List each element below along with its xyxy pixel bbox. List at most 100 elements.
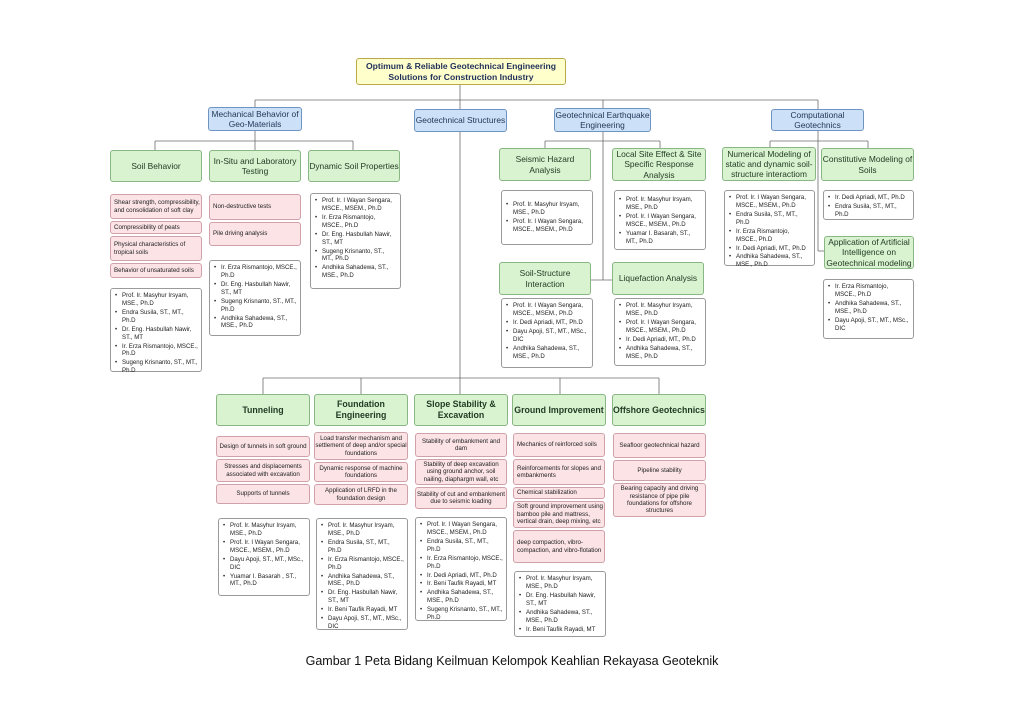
topic-text: Reinforcements for slopes and embankment… — [517, 464, 601, 479]
topic-text: Seafloor geotechnical hazard — [619, 441, 700, 449]
list-item: Ir. Erza Rismantojo, MSCE., Ph.D — [314, 214, 397, 230]
topic-text: Bearing capacity and driving resistance … — [620, 485, 699, 515]
topic-text: Stability of deep excavation using groun… — [423, 460, 499, 483]
people-list-seismic: Prof. Ir. Masyhur Irsyam, MSE., Ph.D Pro… — [501, 190, 593, 245]
topic-box: Supports of tunnels — [216, 484, 310, 504]
topic-box: Stability of deep excavation using groun… — [415, 459, 507, 485]
list-item: Dayu Apoji, ST., MT., MSc., DIC — [320, 615, 404, 631]
list-item: Prof. Ir. Masyhur Irsyam, MSE., Ph.D — [320, 522, 404, 538]
tunneling-node: Tunneling — [216, 394, 310, 426]
seismic-hazard-title: Seismic Hazard Analysis — [515, 154, 575, 175]
dynamic-node: Dynamic Soil Properties — [308, 150, 400, 182]
topic-box: Seafloor geotechnical hazard — [613, 433, 706, 458]
list-item: Prof. Ir. Masyhur Irsyam, MSE., Ph.D — [222, 522, 306, 538]
list-item: Ir. Dedi Apriadi, MT., Ph.D — [618, 336, 702, 344]
topic-text: Design of tunnels in soft ground — [219, 442, 307, 450]
people-list-soil-behavior: Prof. Ir. Masyhur Irsyam, MSE., Ph.D End… — [110, 288, 202, 375]
constitutive-node: Constitutive Modeling of Soils — [821, 148, 914, 181]
category-mechanical: Mechanical Behavior of Geo-Materials — [208, 107, 302, 131]
list-item: Dr. Eng. Hasbullah Nawir, ST., MT — [314, 231, 397, 247]
list-item: Endra Susila, ST., MT., Ph.D — [827, 203, 910, 219]
topic-box: Reinforcements for slopes and embankment… — [513, 459, 605, 485]
list-item: Prof. Ir. Masyhur Irsyam, MSE., Ph.D — [518, 575, 602, 591]
list-item: Sugeng Krisnanto, ST., MT., Ph.D — [419, 606, 503, 622]
topic-box: Chemical stabilization — [513, 487, 605, 499]
topic-box: Stresses and displacements associated wi… — [216, 459, 310, 482]
list-item: Andhika Sahadewa, ST., MSE., Ph.D — [518, 609, 602, 625]
list-item: Prof. Ir. Masyhur Irsyam, MSE., Ph.D — [618, 302, 702, 318]
list-item: Andhika Sahadewa, ST., MSE., Ph.D — [213, 315, 297, 331]
offshore-node: Offshore Geotechnics — [612, 394, 706, 426]
list-item: Prof. Ir. I Wayan Sengara, MSCE., MSEM.,… — [505, 302, 589, 318]
people-list-tunneling: Prof. Ir. Masyhur Irsyam, MSE., Ph.D Pro… — [218, 518, 310, 596]
list-item: Prof. Ir. I Wayan Sengara, MSCE., MSEM.,… — [618, 319, 702, 335]
liquefaction-node: Liquefaction Analysis — [612, 262, 704, 295]
insitu-node: In-Situ and Laboratory Testing — [209, 150, 301, 182]
foundation-title: Foundation Engineering — [335, 399, 387, 420]
list-item: Prof. Ir. Masyhur Irsyam, MSE., Ph.D — [505, 201, 589, 217]
category-mechanical-label: Mechanical Behavior of Geo-Materials — [211, 108, 299, 129]
people-list-ssi: Prof. Ir. I Wayan Sengara, MSCE., MSEM.,… — [501, 298, 593, 368]
list-item: Prof. Ir. I Wayan Sengara, MSCE., MSEM.,… — [314, 197, 397, 213]
list-item: Ir. Erza Rismantojo, MSCE., Ph.D — [114, 343, 198, 359]
dynamic-title: Dynamic Soil Properties — [309, 160, 399, 171]
topic-box: Mechanics of reinforced soils — [513, 433, 605, 457]
list-item: Ir. Erza Rismantojo, MSCE., Ph.D — [728, 228, 811, 244]
figure-caption: Gambar 1 Peta Bidang Keilmuan Kelompok K… — [305, 654, 719, 668]
people-list-dynamic: Prof. Ir. I Wayan Sengara, MSCE., MSEM.,… — [310, 193, 401, 289]
list-item: Prof. Ir. I Wayan Sengara, MSCE., MSEM.,… — [505, 218, 589, 234]
ground-improvement-title: Ground Improvement — [514, 404, 604, 415]
soil-behavior-title: Soil Behavior — [131, 160, 181, 171]
list-item: Ir. Erza Rismantojo, MSCE., Ph.D — [320, 556, 404, 572]
topic-box: Pipeline stability — [613, 460, 706, 481]
list-item: Dayu Apoji, ST., MT., MSc., DIC — [222, 556, 306, 572]
people-list-insitu: Ir. Erza Rismantojo, MSCE., Ph.D Dr. Eng… — [209, 260, 301, 336]
ground-improvement-node: Ground Improvement — [512, 394, 606, 426]
list-item: Endra Susila, ST., MT., Ph.D — [320, 539, 404, 555]
topic-box: Soft ground improvement using bamboo pil… — [513, 501, 605, 528]
list-item: Prof. Ir. I Wayan Sengara, MSCE., MSEM.,… — [618, 213, 702, 229]
people-list-ai: Ir. Erza Rismantojo, MSCE., Ph.D Andhika… — [823, 279, 914, 339]
slope-node: Slope Stability & Excavation — [414, 394, 508, 426]
people-list-ground: Prof. Ir. Masyhur Irsyam, MSE., Ph.D Dr.… — [514, 571, 606, 637]
root-node: Optimum & Reliable Geotechnical Engineer… — [356, 58, 566, 85]
topic-text: Physical characteristics of tropical soi… — [114, 241, 186, 256]
list-item: Andhika Sahadewa, ST., MSE., Ph.D — [728, 253, 811, 269]
numerical-modeling-title: Numerical Modeling of static and dynamic… — [725, 148, 813, 180]
list-item: Andhika Sahadewa, ST., MSE., Ph.D — [505, 345, 589, 361]
list-item: Prof. Ir. I Wayan Sengara, MSCE., MSEM.,… — [728, 194, 811, 210]
topic-text: Stability of cut and embankment due to s… — [416, 490, 506, 505]
foundation-node: Foundation Engineering — [314, 394, 408, 426]
topic-text: Chemical stabilization — [517, 489, 577, 497]
topic-text: Stresses and displacements associated wi… — [224, 463, 302, 478]
topic-text: deep compaction, vibro-compaction, and v… — [517, 539, 602, 554]
list-item: Sugeng Krisnanto, ST., MT., Ph.D — [114, 359, 198, 375]
people-list-liquefaction: Prof. Ir. Masyhur Irsyam, MSE., Ph.D Pro… — [614, 298, 706, 366]
topic-text: Stability of embankment and dam — [421, 437, 501, 452]
topic-box: Pile driving analysis — [209, 222, 301, 246]
topic-box: Compressibility of peats — [110, 221, 202, 234]
liquefaction-title: Liquefaction Analysis — [618, 273, 698, 284]
ssi-node: Soil-Structure Interaction — [499, 262, 591, 295]
category-computational: Computational Geotechnics — [771, 109, 864, 131]
list-item: Dayu Apoji, ST., MT., MSc., DIC — [505, 328, 589, 344]
list-item: Ir. Dedi Apriadi, MT., Ph.D — [728, 245, 811, 253]
list-item: Endra Susila, ST., MT., Ph.D — [114, 309, 198, 325]
list-item: Andhika Sahadewa, ST., MSE., Ph.D — [618, 345, 702, 361]
list-item: Dr. Eng. Hasbullah Nawir, ST., MT — [213, 281, 297, 297]
topic-box: Load transfer mechanism and settlement o… — [314, 432, 408, 460]
list-item: Dr. Eng. Hasbullah Nawir, ST., MT — [114, 326, 198, 342]
topic-text: Application of LRFD in the foundation de… — [325, 487, 397, 502]
category-earthquake-label: Geotechnical Earthquake Engineering — [555, 109, 650, 130]
insitu-title: In-Situ and Laboratory Testing — [213, 155, 297, 176]
people-list-local-site: Prof. Ir. Masyhur Irsyam, MSE., Ph.D Pro… — [614, 190, 706, 250]
topic-box: Stability of cut and embankment due to s… — [415, 487, 507, 509]
list-item: Ir. Dedi Apriadi, MT., Ph.D — [505, 319, 589, 327]
people-list-slope: Prof. Ir. I Wayan Sengara, MSCE., MSEM.,… — [415, 517, 507, 621]
list-item: Andhika Sahadewa, ST., MSE., Ph.D — [419, 589, 503, 605]
list-item: Yuamar I. Basarah, ST., MT., Ph.D — [618, 230, 702, 246]
topic-text: Supports of tunnels — [236, 490, 290, 498]
topic-box: deep compaction, vibro-compaction, and v… — [513, 530, 605, 563]
local-site-title: Local Site Effect & Site Specific Respon… — [616, 149, 702, 180]
